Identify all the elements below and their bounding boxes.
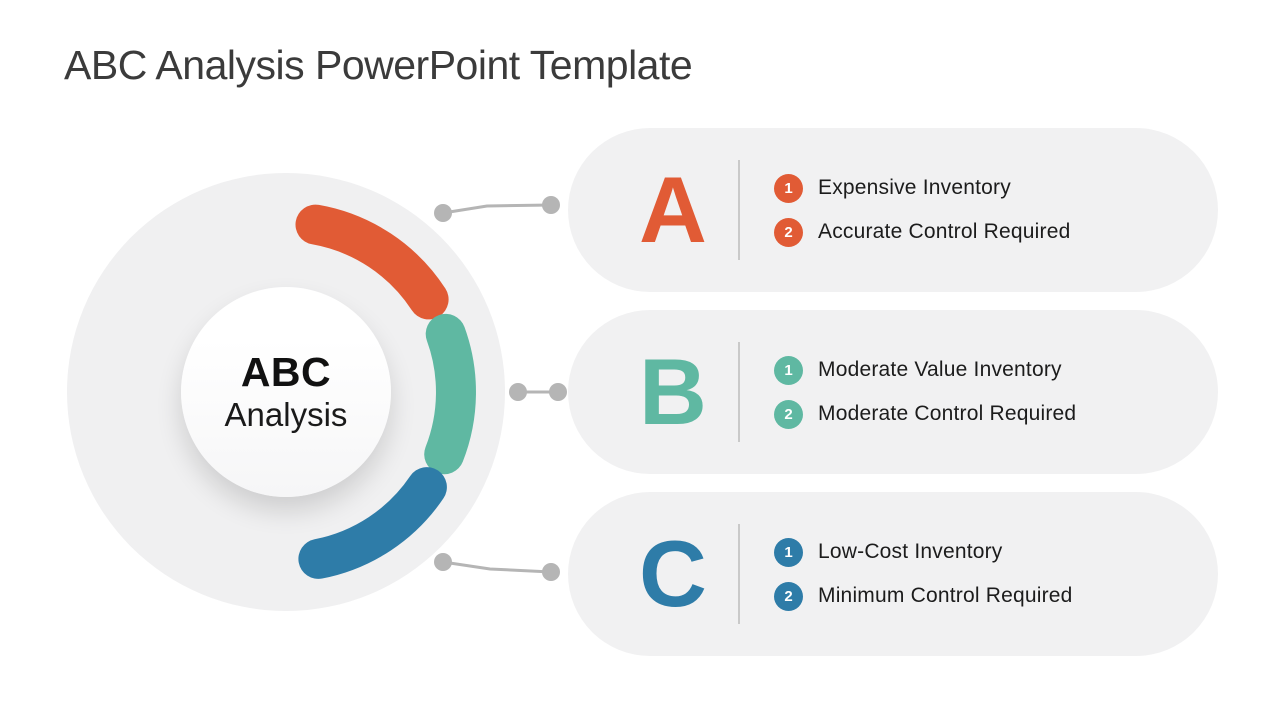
connector-c-dot-right bbox=[542, 563, 560, 581]
number-badge: 2 bbox=[774, 217, 803, 247]
item-label: Moderate Value Inventory bbox=[818, 358, 1062, 381]
divider bbox=[738, 160, 740, 260]
arc-segment-c bbox=[298, 467, 447, 579]
item-label: Expensive Inventory bbox=[818, 176, 1011, 199]
divider bbox=[738, 524, 740, 624]
card-a-items: 1 Expensive Inventory 2 Accurate Control… bbox=[774, 173, 1071, 247]
card-a-letter: A bbox=[639, 157, 707, 262]
arc-segment-b bbox=[424, 313, 476, 475]
card-b: B 1 Moderate Value Inventory 2 Moderate … bbox=[568, 310, 1218, 474]
number-badge: 1 bbox=[774, 537, 803, 567]
connector-b-dot-right bbox=[549, 383, 567, 401]
center-circle: ABC Analysis bbox=[181, 287, 391, 497]
connector-b-dot-left bbox=[509, 383, 527, 401]
connector-c-dot-left bbox=[434, 553, 452, 571]
list-item: 2 Moderate Control Required bbox=[774, 399, 1077, 429]
number-badge: 2 bbox=[774, 581, 803, 611]
item-label: Moderate Control Required bbox=[818, 402, 1077, 425]
center-subtitle: Analysis bbox=[224, 395, 348, 433]
number-badge: 1 bbox=[774, 355, 803, 385]
item-label: Low-Cost Inventory bbox=[818, 540, 1003, 563]
card-a: A 1 Expensive Inventory 2 Accurate Contr… bbox=[568, 128, 1218, 292]
connector-a-dot-left bbox=[434, 204, 452, 222]
card-c: C 1 Low-Cost Inventory 2 Minimum Control… bbox=[568, 492, 1218, 656]
item-label: Minimum Control Required bbox=[818, 584, 1073, 607]
number-badge: 2 bbox=[774, 399, 803, 429]
card-c-items: 1 Low-Cost Inventory 2 Minimum Control R… bbox=[774, 537, 1073, 611]
list-item: 2 Minimum Control Required bbox=[774, 581, 1073, 611]
connector-a-dot-right bbox=[542, 196, 560, 214]
list-item: 2 Accurate Control Required bbox=[774, 217, 1071, 247]
divider bbox=[738, 342, 740, 442]
card-b-letter: B bbox=[639, 339, 707, 444]
number-badge: 1 bbox=[774, 173, 803, 203]
connector-a-line bbox=[442, 203, 552, 215]
connector-c-line bbox=[442, 560, 552, 574]
list-item: 1 Low-Cost Inventory bbox=[774, 537, 1073, 567]
page-title: ABC Analysis PowerPoint Template bbox=[64, 42, 693, 88]
card-c-letter: C bbox=[639, 521, 707, 626]
item-label: Accurate Control Required bbox=[818, 220, 1071, 243]
card-b-items: 1 Moderate Value Inventory 2 Moderate Co… bbox=[774, 355, 1077, 429]
list-item: 1 Expensive Inventory bbox=[774, 173, 1070, 203]
arc-segment-a bbox=[295, 204, 449, 320]
list-item: 1 Moderate Value Inventory bbox=[774, 355, 1076, 385]
center-title: ABC bbox=[240, 348, 332, 395]
